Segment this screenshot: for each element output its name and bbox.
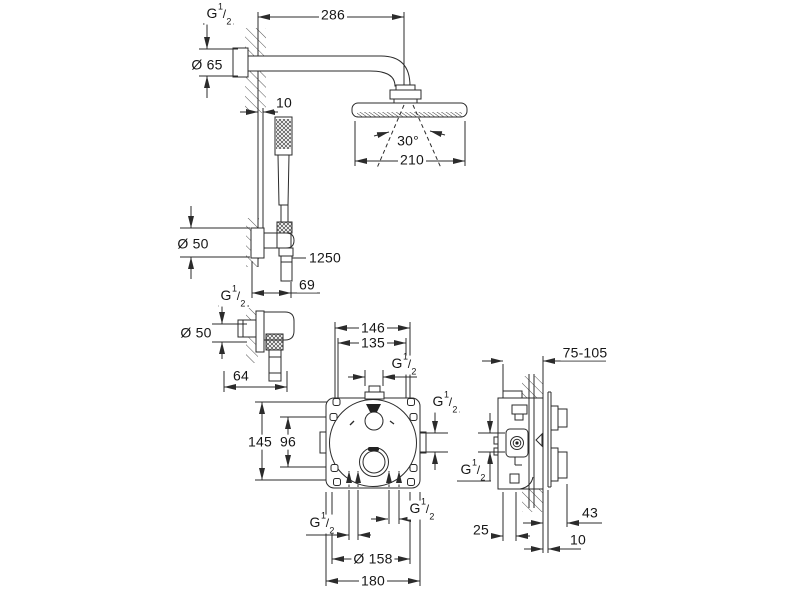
valve-side-view — [493, 374, 568, 508]
wall-hatching — [245, 12, 544, 553]
shower-arm-pipe — [247, 55, 411, 87]
dim-union-dia: Ø 50 — [178, 324, 214, 341]
wall-union-elbow — [237, 310, 295, 382]
screw-hole — [407, 478, 415, 486]
dim-holder-depth: 69 — [297, 276, 317, 293]
alignment-mark — [535, 432, 543, 448]
head-dimensions — [199, 14, 466, 169]
valve-side-dimensions — [457, 358, 606, 553]
thread-label-arm: G1/2 — [204, 1, 234, 28]
arm-wall-flange — [232, 47, 249, 78]
handle-profile-bottom — [550, 447, 559, 482]
dim-escutcheon-dia: Ø 65 — [189, 56, 225, 73]
dim-wall-clearance: 10 — [274, 94, 294, 111]
hand-shower — [250, 108, 295, 282]
union-body — [263, 311, 295, 341]
dim-arm-length: 286 — [319, 6, 347, 23]
dim-rosette-gap: 10 — [568, 531, 588, 548]
thread-label-side-inlet: G1/2 — [458, 457, 488, 484]
dim-handle-projection: 43 — [580, 504, 600, 521]
holder-escutcheon — [250, 227, 265, 259]
dim-holder-dia: Ø 50 — [175, 235, 211, 252]
spray-face — [357, 112, 462, 117]
screw-hole — [332, 398, 341, 406]
thermostat-handle — [364, 411, 384, 431]
screw-hole — [333, 478, 341, 486]
hose-nut — [276, 221, 293, 234]
top-port — [364, 391, 385, 400]
hand-shower-dimensions — [180, 109, 320, 298]
screw-hole — [330, 464, 339, 472]
dim-spray-angle: 30° — [395, 132, 421, 149]
thread-label-union: G1/2 — [218, 283, 248, 310]
dim-box-width: 180 — [359, 572, 387, 589]
hose-outlet — [278, 247, 294, 257]
dim-trim-dia: Ø 158 — [351, 550, 395, 567]
union-inlet — [237, 319, 257, 338]
dim-union-depth: 64 — [231, 367, 251, 384]
valve-front-view — [319, 385, 427, 489]
thread-label-bottom-right-port: G1/2 — [407, 496, 437, 523]
trim-plate-circle — [329, 399, 417, 487]
dim-fixing-width-outer: 146 — [359, 319, 387, 336]
side-port-right — [419, 431, 427, 454]
hand-shower-handle — [277, 154, 290, 206]
union-hose-tail — [268, 349, 282, 382]
screw-hole — [407, 398, 415, 406]
handle-marker — [366, 404, 381, 412]
screw-hole — [409, 413, 418, 421]
dim-fixing-width-inner: 135 — [359, 334, 387, 351]
union-nut — [265, 333, 284, 351]
thread-label-bottom-left-port: G1/2 — [307, 510, 337, 537]
thread-label-side-port: G1/2 — [430, 389, 460, 416]
dim-head-dia: 210 — [398, 151, 426, 168]
screw-hole — [409, 464, 418, 472]
side-port-left — [319, 431, 327, 454]
handle-profile-top — [550, 405, 559, 431]
dim-hose-length: 1250 — [307, 249, 343, 266]
wall-union-dimensions — [212, 305, 288, 392]
union-flange — [255, 310, 265, 353]
thread-label-top-port: G1/2 — [389, 351, 419, 378]
shower-arm-and-head — [232, 12, 468, 118]
holder-arm — [263, 232, 295, 249]
screw-hole — [329, 413, 338, 421]
dim-fixing-height-inner: 96 — [278, 433, 298, 450]
dim-fixing-height-outer: 145 — [246, 433, 274, 450]
dim-install-depth: 75-105 — [560, 344, 610, 361]
dim-front-offset: 25 — [471, 521, 491, 538]
